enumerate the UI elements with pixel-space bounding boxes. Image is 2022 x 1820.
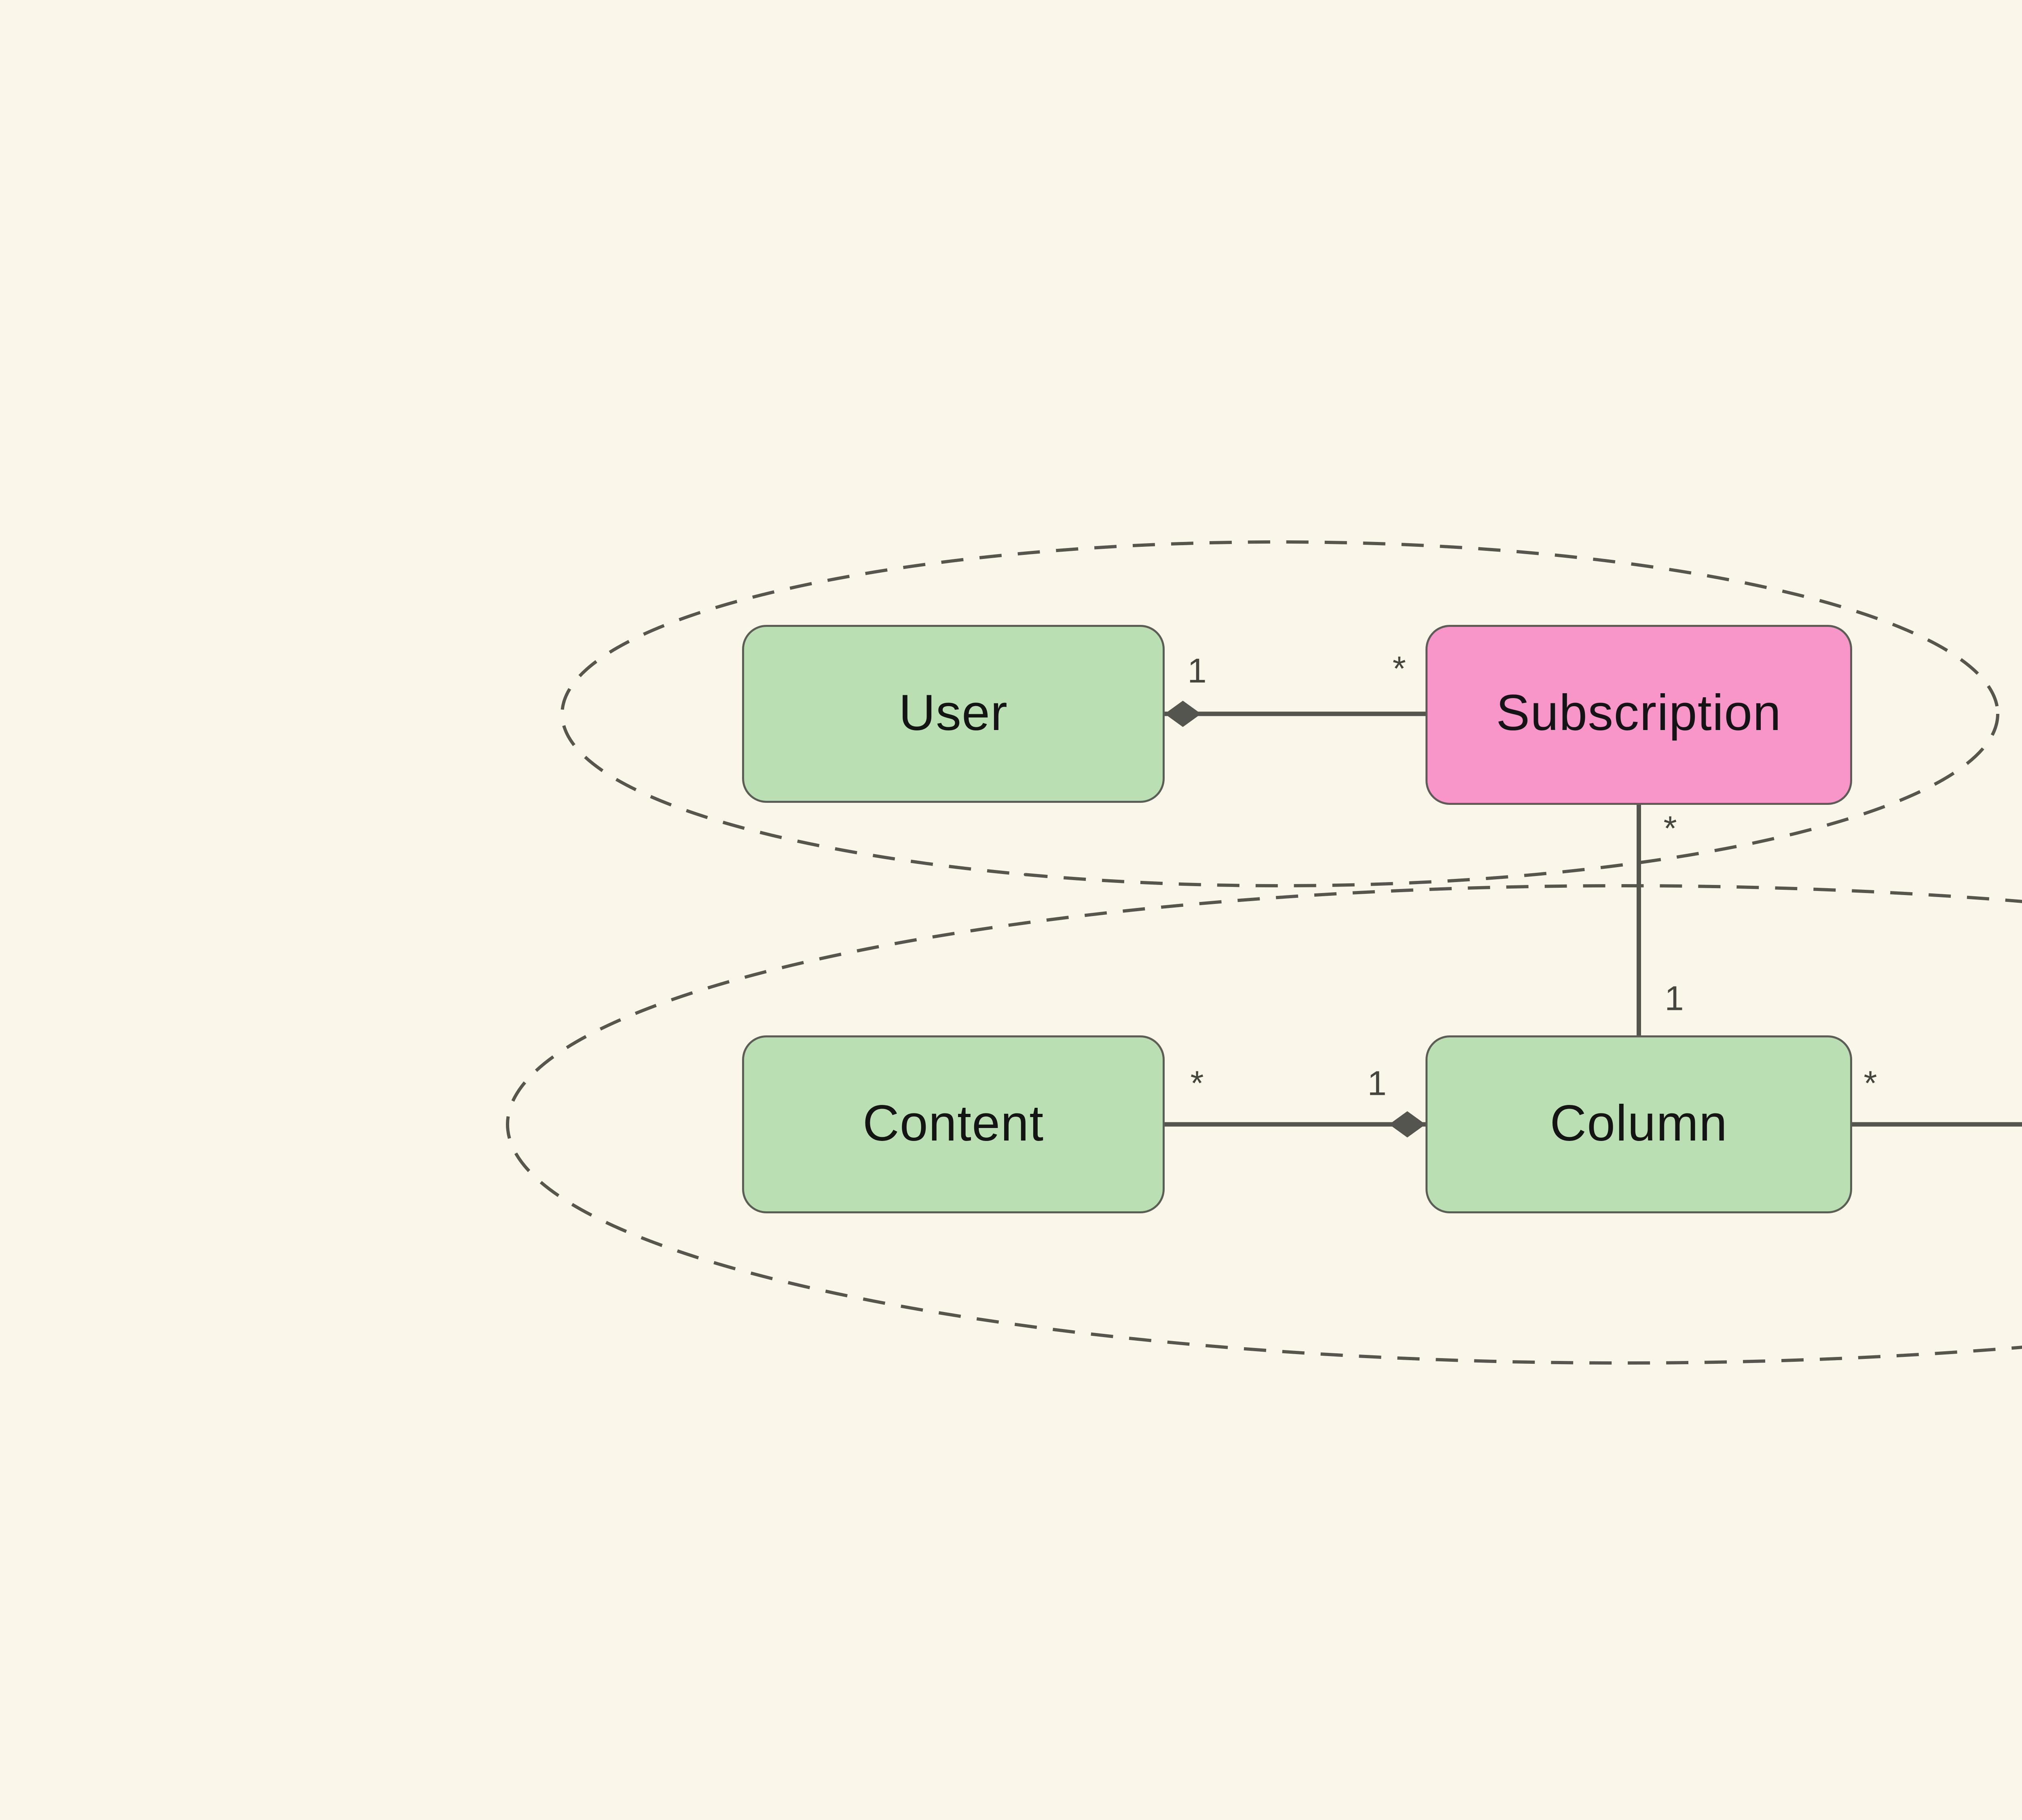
entity-subscription-label: Subscription — [1496, 686, 1782, 742]
entity-content-label: Content — [863, 1095, 1044, 1152]
composition-diamond-user — [1165, 700, 1201, 727]
entity-content: Content — [742, 1035, 1165, 1213]
cardinality-subscription-end: * — [1392, 650, 1406, 689]
cardinality-subscription-bottom: * — [1663, 810, 1677, 849]
cardinality-column-top: 1 — [1665, 980, 1684, 1018]
group-ellipse-column — [506, 884, 2022, 1365]
entity-column: Column — [1426, 1035, 1852, 1213]
cardinality-column-right: * — [1863, 1064, 1877, 1103]
entity-user-label: User — [899, 684, 1008, 741]
group-ellipse-subscription — [560, 540, 1999, 887]
cardinality-content-end: * — [1190, 1064, 1204, 1103]
entity-subscription: Subscription — [1426, 625, 1852, 805]
cardinality-user-end: 1 — [1187, 652, 1207, 691]
entity-user: User — [742, 625, 1165, 803]
entity-column-label: Column — [1550, 1095, 1728, 1152]
cardinality-column-left: 1 — [1367, 1064, 1387, 1103]
composition-diamond-column — [1389, 1111, 1426, 1138]
